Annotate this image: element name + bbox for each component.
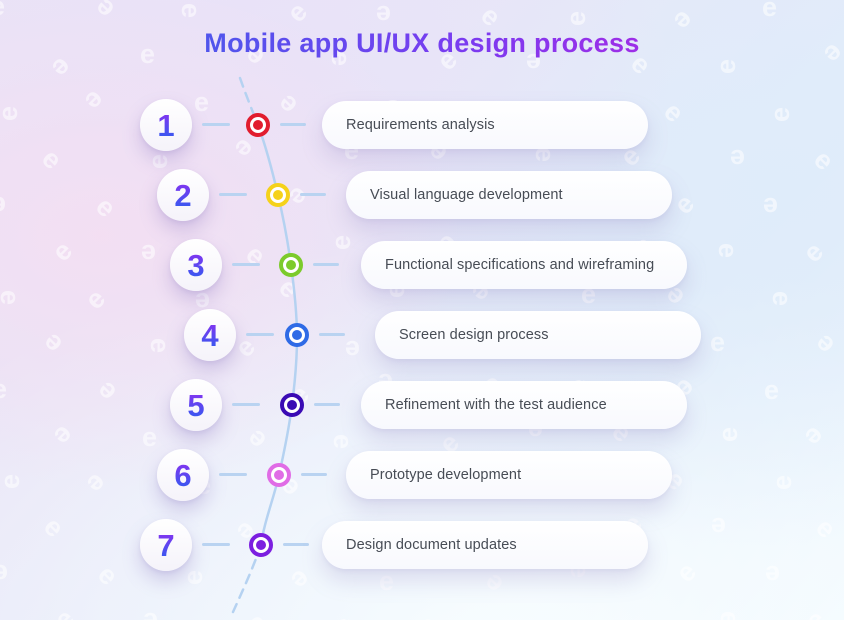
step-3-label: Functional specifications and wireframin…	[385, 257, 655, 273]
step-5-number: 5	[187, 387, 205, 423]
connector-dash	[202, 543, 230, 546]
connector-dash	[232, 263, 260, 266]
step-6-number-badge: 6	[157, 449, 209, 501]
step-1-dot	[246, 113, 270, 137]
step-2-number: 2	[174, 177, 192, 213]
page-title: Mobile app UI/UX design process	[0, 28, 844, 59]
connector-dash	[301, 473, 327, 476]
step-1-card: Requirements analysis	[322, 101, 648, 149]
step-3-number-badge: 3	[170, 239, 222, 291]
connector-dash	[219, 193, 247, 196]
step-4-label: Screen design process	[399, 327, 549, 343]
step-1-number: 1	[157, 107, 175, 143]
step-3-number: 3	[187, 247, 205, 283]
step-7-number-badge: 7	[140, 519, 192, 571]
step-7-number: 7	[157, 527, 175, 563]
connector-dash	[300, 193, 326, 196]
connector-dash	[202, 123, 230, 126]
step-6-card: Prototype development	[346, 451, 672, 499]
step-6-dot	[267, 463, 291, 487]
step-4-card: Screen design process	[375, 311, 701, 359]
connector-dash	[280, 123, 306, 126]
step-7-label: Design document updates	[346, 537, 517, 553]
step-5-dot	[280, 393, 304, 417]
step-6-number: 6	[174, 457, 192, 493]
connector-dash	[246, 333, 274, 336]
step-4-dot	[285, 323, 309, 347]
step-5-label: Refinement with the test audience	[385, 397, 607, 413]
step-5-number-badge: 5	[170, 379, 222, 431]
connector-dash	[219, 473, 247, 476]
step-7-card: Design document updates	[322, 521, 648, 569]
step-7-dot	[249, 533, 273, 557]
step-1-number-badge: 1	[140, 99, 192, 151]
step-6-label: Prototype development	[370, 467, 522, 483]
step-4-number: 4	[201, 317, 219, 353]
step-2-number-badge: 2	[157, 169, 209, 221]
connector-dash	[283, 543, 309, 546]
step-3-card: Functional specifications and wireframin…	[361, 241, 687, 289]
step-2-label: Visual language development	[370, 187, 563, 203]
step-3-dot	[279, 253, 303, 277]
step-5-card: Refinement with the test audience	[361, 381, 687, 429]
connector-dash	[232, 403, 260, 406]
step-2-card: Visual language development	[346, 171, 672, 219]
connector-dash	[314, 403, 340, 406]
step-1-label: Requirements analysis	[346, 117, 495, 133]
step-4-number-badge: 4	[184, 309, 236, 361]
step-2-dot	[266, 183, 290, 207]
connector-dash	[319, 333, 345, 336]
connector-dash	[313, 263, 339, 266]
